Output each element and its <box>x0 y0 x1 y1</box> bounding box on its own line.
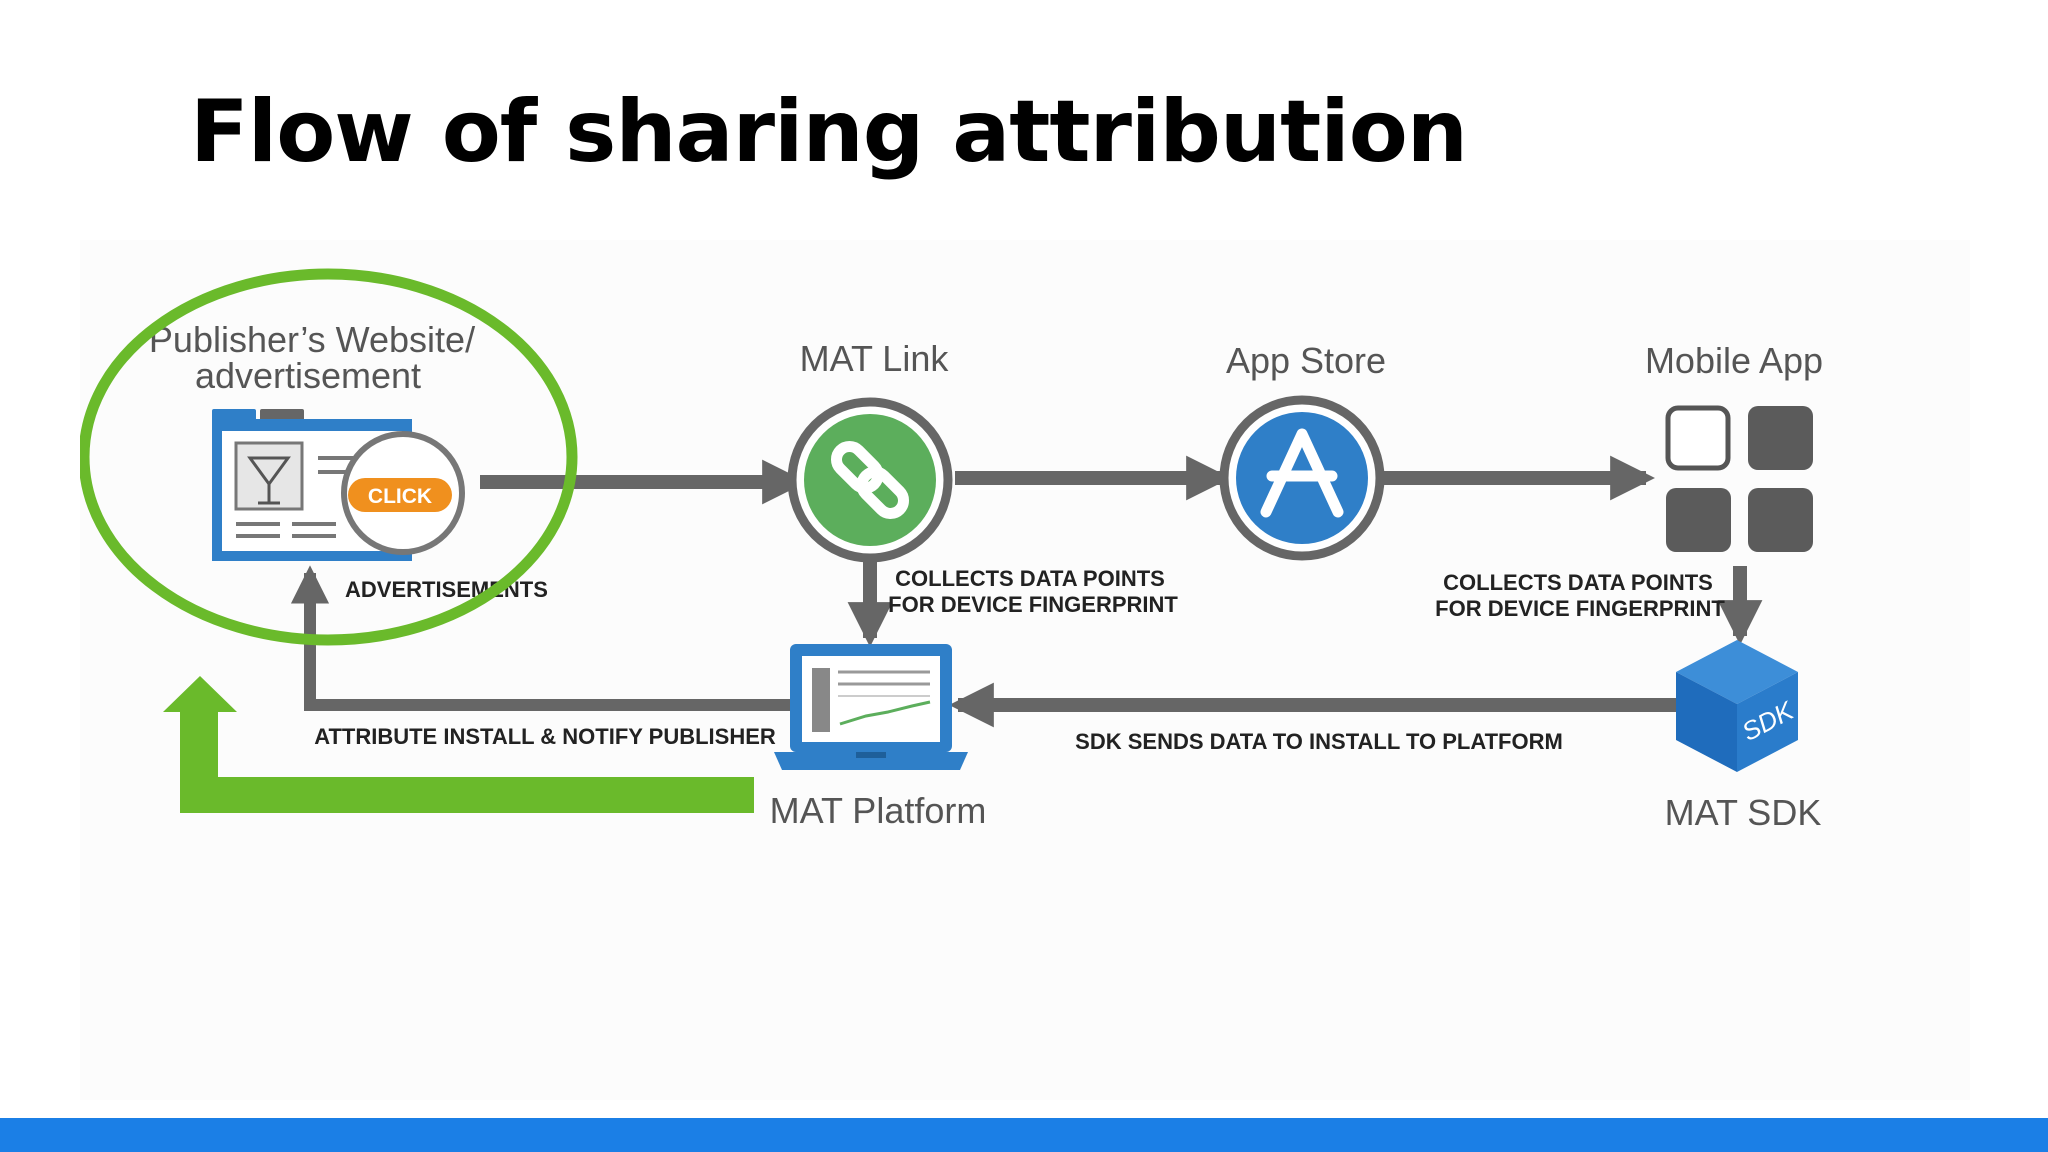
mobile-app-title: Mobile App <box>1645 340 1823 381</box>
advertisements-caption: ADVERTISEMENTS <box>345 577 548 602</box>
bottom-accent-bar <box>0 1118 2048 1152</box>
slide-title: Flow of sharing attribution <box>190 82 1468 182</box>
publisher-title-line2: advertisement <box>195 355 421 396</box>
click-label: CLICK <box>368 485 432 508</box>
attribute-install-label: ATTRIBUTE INSTALL & NOTIFY PUBLISHER <box>314 724 776 749</box>
app-store-title: App Store <box>1226 340 1386 381</box>
laptop-icon <box>774 644 968 770</box>
collects-right-line2: FOR DEVICE FINGERPRINT <box>1435 596 1725 621</box>
green-return-arrow <box>163 676 754 813</box>
collects-left-line1: COLLECTS DATA POINTS <box>895 566 1165 591</box>
sdk-box-icon: SDK <box>1676 640 1800 772</box>
app-store-icon <box>1219 395 1385 561</box>
highlight-ellipse <box>80 268 578 646</box>
arrow-platform-to-publisher <box>290 565 790 711</box>
mat-sdk-title: MAT SDK <box>1665 792 1822 833</box>
collects-left-line2: FOR DEVICE FINGERPRINT <box>888 592 1178 617</box>
link-icon <box>787 397 953 563</box>
mat-link-title: MAT Link <box>800 338 950 379</box>
publisher-title-line1: Publisher’s Website/ <box>149 319 475 360</box>
mat-platform-title: MAT Platform <box>770 790 987 831</box>
diagram-canvas: CLICK Publisher’s Website/ advertisement… <box>80 240 1970 1100</box>
click-badge[interactable]: CLICK <box>341 431 465 555</box>
sdk-sends-label: SDK SENDS DATA TO INSTALL TO PLATFORM <box>1075 729 1563 754</box>
collects-right-line1: COLLECTS DATA POINTS <box>1443 570 1713 595</box>
flow-diagram: CLICK Publisher’s Website/ advertisement… <box>80 268 1823 833</box>
app-grid-icon <box>1665 405 1813 552</box>
